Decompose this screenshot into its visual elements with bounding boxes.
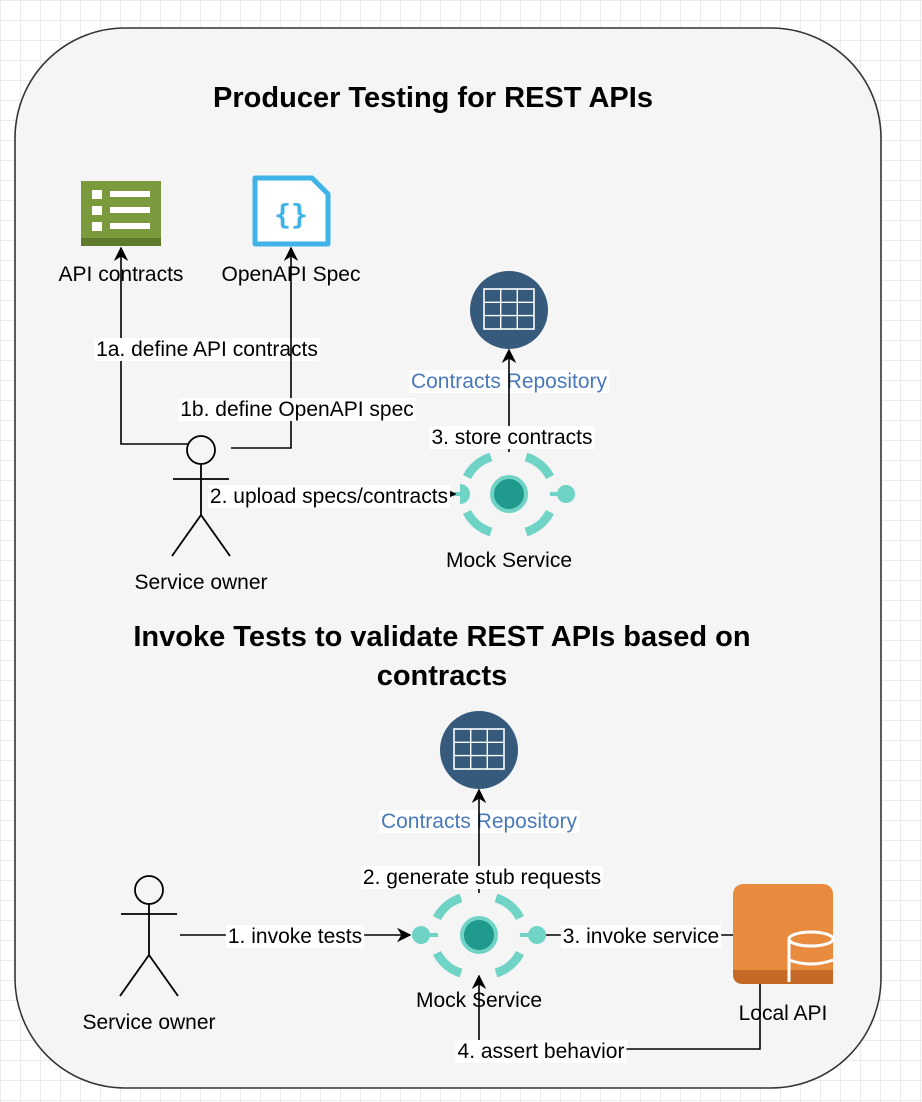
local-api-label: Local API xyxy=(739,1002,828,1025)
stick-figure-icon[interactable] xyxy=(171,435,231,557)
label-background xyxy=(207,485,451,508)
edge-define-spec xyxy=(231,246,299,449)
label-background xyxy=(94,338,320,361)
producer-section-title: Producer Testing for REST APIs xyxy=(213,82,653,114)
edge-label-store: 3. store contracts xyxy=(431,426,592,449)
service-owner-label: Service owner xyxy=(82,1011,215,1034)
invoke-section-title-line1: Invoke Tests to validate REST APIs based… xyxy=(133,621,750,653)
edge-label-generate-stub: 2. generate stub requests xyxy=(363,866,601,889)
svg-text:{}: {} xyxy=(274,198,308,231)
label-background xyxy=(429,426,595,449)
database-table-icon[interactable] xyxy=(470,271,548,349)
label-background xyxy=(455,1040,627,1063)
label-background xyxy=(178,398,416,421)
invoke-section-title-line2: contracts xyxy=(377,660,508,692)
edge-label-invoke-tests: 1. invoke tests xyxy=(228,925,362,948)
edge-label-assert: 4. assert behavior xyxy=(458,1040,625,1063)
edge-label-upload: 2. upload specs/contracts xyxy=(210,485,448,508)
diagram-container xyxy=(14,27,882,1089)
edge-label-define-spec: 1b. define OpenAPI spec xyxy=(180,398,414,421)
mock-service-label: Mock Service xyxy=(446,549,572,572)
json-document-icon[interactable]: {} xyxy=(252,175,331,247)
service-owner-label: Service owner xyxy=(134,571,267,594)
edge-define-contracts xyxy=(113,246,188,445)
mock-service-icon[interactable] xyxy=(412,893,546,978)
label-background xyxy=(360,866,604,889)
database-table-icon[interactable] xyxy=(440,711,518,789)
stick-figure-icon[interactable] xyxy=(119,875,179,997)
label-background xyxy=(560,925,722,948)
database-server-icon[interactable] xyxy=(733,884,835,984)
edge-label-define-contracts: 1a. define API contracts xyxy=(96,338,318,361)
edge-label-invoke-service: 3. invoke service xyxy=(563,925,719,948)
label-background xyxy=(225,925,365,948)
list-document-icon[interactable] xyxy=(81,181,161,246)
